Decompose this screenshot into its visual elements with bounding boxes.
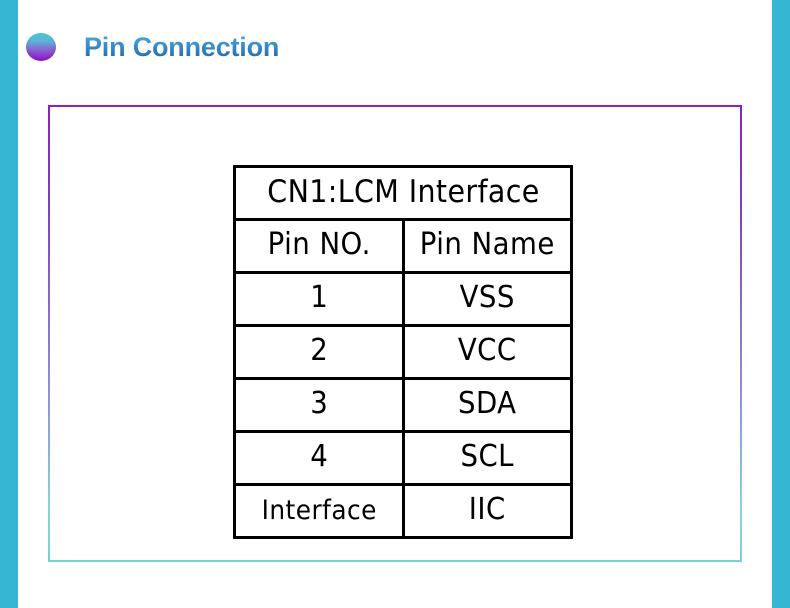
cell-pin-name: SCL xyxy=(408,430,567,486)
cell-pin-name: SDA xyxy=(408,377,567,433)
cell-pin-no: 2 xyxy=(239,324,398,380)
column-header-pin-name: Pin Name xyxy=(408,218,567,274)
content-frame: CN1:LCM Interface Pin NO. Pin Name 1 VSS… xyxy=(48,105,742,562)
gradient-circle-bullet-icon xyxy=(26,33,56,61)
cell-pin-no: 1 xyxy=(239,271,398,327)
cell-pin-name: VCC xyxy=(408,324,567,380)
table-row: Interface IIC xyxy=(235,483,572,539)
table-row: 1 VSS xyxy=(235,271,572,327)
cell-pin-no: 4 xyxy=(239,430,398,486)
table-title-row: CN1:LCM Interface xyxy=(235,165,572,221)
slide-header: Pin Connection xyxy=(26,25,279,69)
table-title: CN1:LCM Interface xyxy=(246,165,560,221)
column-header-pin-no: Pin NO. xyxy=(239,218,398,274)
table-row: 3 SDA xyxy=(235,377,572,433)
table-row: 2 VCC xyxy=(235,324,572,380)
table-row: 4 SCL xyxy=(235,430,572,486)
right-accent-bar xyxy=(772,0,790,608)
cell-pin-name: VSS xyxy=(408,271,567,327)
cell-pin-no: Interface xyxy=(239,483,398,539)
table-header-row: Pin NO. Pin Name xyxy=(235,218,572,274)
page-title: Pin Connection xyxy=(84,31,280,62)
pin-connection-table: CN1:LCM Interface Pin NO. Pin Name 1 VSS… xyxy=(233,165,573,539)
left-accent-bar xyxy=(0,0,18,608)
cell-pin-name: IIC xyxy=(408,483,567,539)
cell-pin-no: 3 xyxy=(239,377,398,433)
